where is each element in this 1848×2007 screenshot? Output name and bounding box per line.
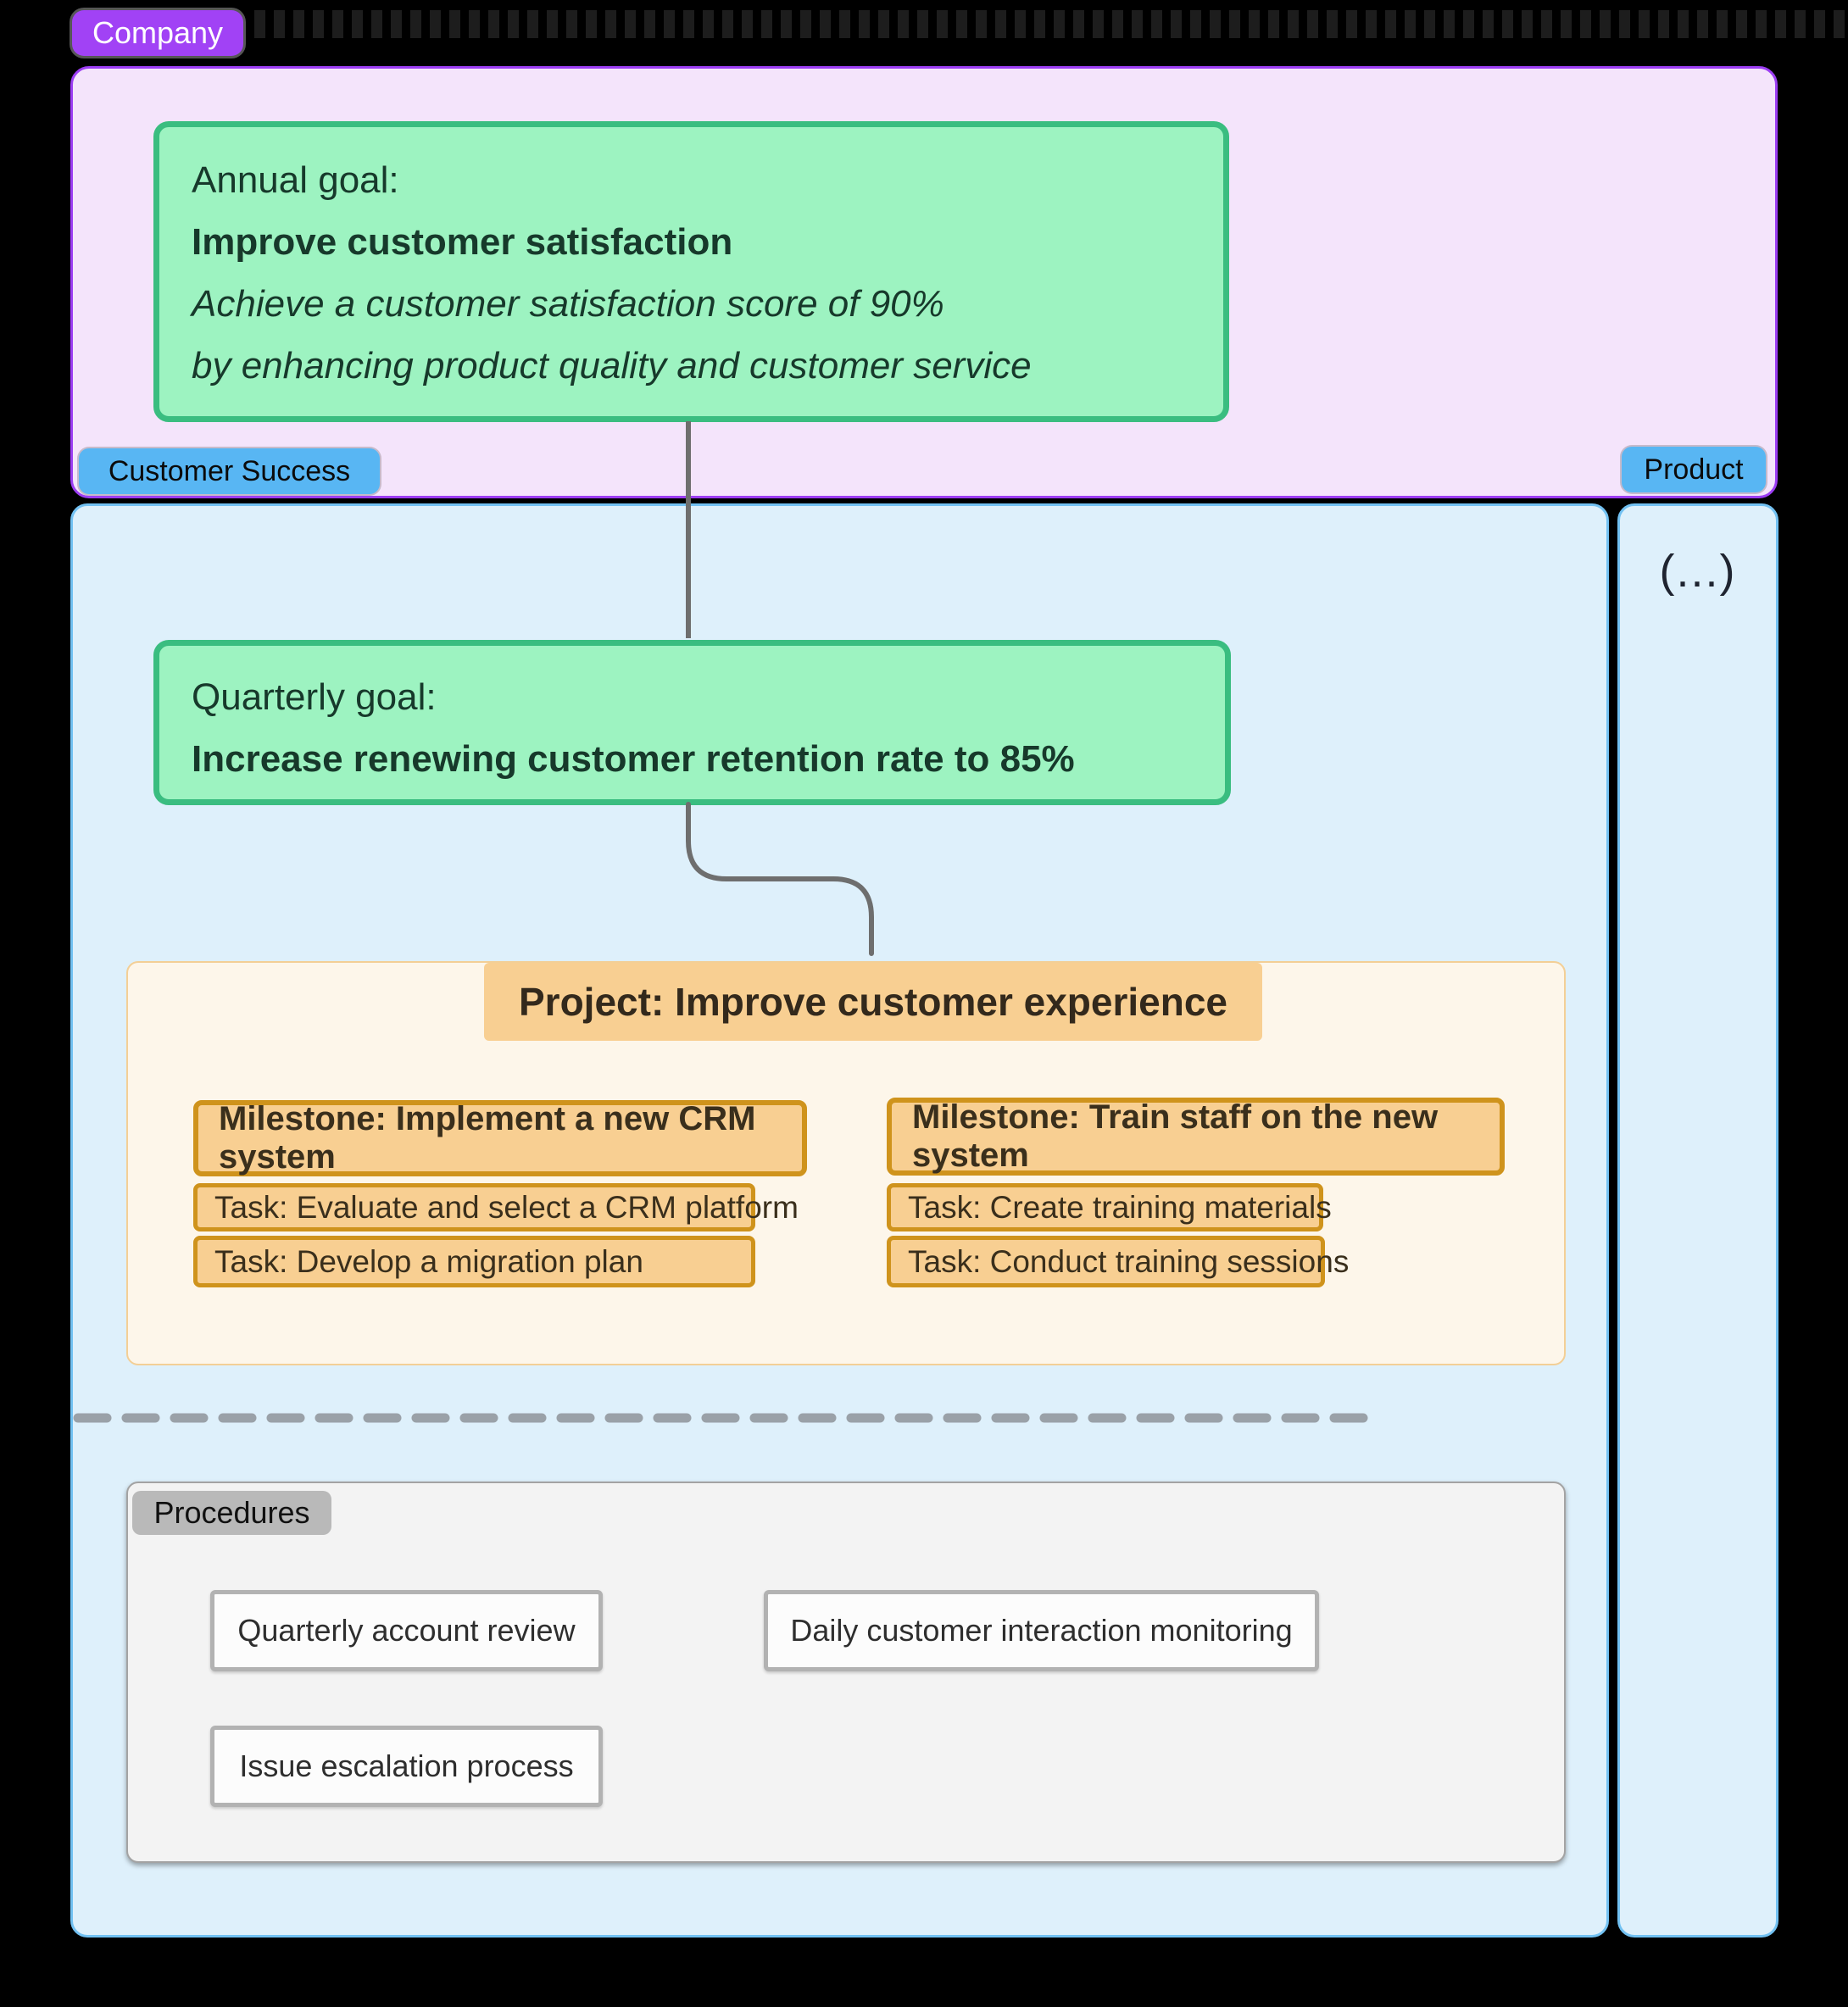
product-badge-label: Product	[1644, 453, 1744, 486]
procedure-daily-interaction-monitoring: Daily customer interaction monitoring	[764, 1590, 1319, 1671]
product-badge: Product	[1622, 447, 1766, 492]
company-badge: Company	[72, 10, 243, 56]
procedures-label-badge: Procedures	[132, 1491, 331, 1535]
customer-success-badge-label: Customer Success	[108, 454, 351, 487]
procedures-container: Procedures Quarterly account review Dail…	[126, 1482, 1566, 1863]
project-header: Project: Improve customer experience	[484, 963, 1262, 1041]
annual-goal-desc-line1: Achieve a customer satisfaction score of…	[192, 283, 944, 325]
company-badge-label: Company	[92, 15, 224, 50]
procedure-issue-escalation: Issue escalation process	[210, 1726, 603, 1807]
company-container: Annual goal: Improve customer satisfacti…	[70, 66, 1778, 498]
product-container: (...)	[1617, 503, 1778, 1938]
task-training-sessions: Task: Conduct training sessions	[887, 1236, 1349, 1287]
top-dashed-strip	[254, 10, 1848, 38]
customer-success-container: Quarterly goal: Increase renewing custom…	[70, 503, 1609, 1938]
product-container-ellipsis: (...)	[1659, 546, 1737, 597]
annual-goal-title: Improve customer satisfaction	[192, 221, 733, 263]
project-container: Project: Improve customer experience Mil…	[126, 961, 1566, 1365]
annual-goal-desc-line2: by enhancing product quality and custome…	[192, 345, 1032, 386]
milestone-crm-system: Milestone: Implement a new CRM system	[193, 1100, 807, 1176]
milestone-train-staff: Milestone: Train staff on the new system	[887, 1098, 1505, 1176]
annual-goal-label: Annual goal:	[192, 159, 399, 201]
quarterly-goal-label: Quarterly goal:	[192, 676, 437, 718]
task-training-materials: Task: Create training materials	[887, 1183, 1332, 1231]
customer-success-badge: Customer Success	[79, 448, 380, 494]
procedure-quarterly-account-review: Quarterly account review	[210, 1590, 603, 1671]
annual-goal-card: Annual goal: Improve customer satisfacti…	[153, 121, 1229, 422]
task-migration-plan: Task: Develop a migration plan	[193, 1236, 755, 1287]
task-evaluate-crm: Task: Evaluate and select a CRM platform	[193, 1183, 799, 1231]
quarterly-goal-title: Increase renewing customer retention rat…	[192, 738, 1075, 780]
quarterly-goal-card: Quarterly goal: Increase renewing custom…	[153, 640, 1231, 805]
